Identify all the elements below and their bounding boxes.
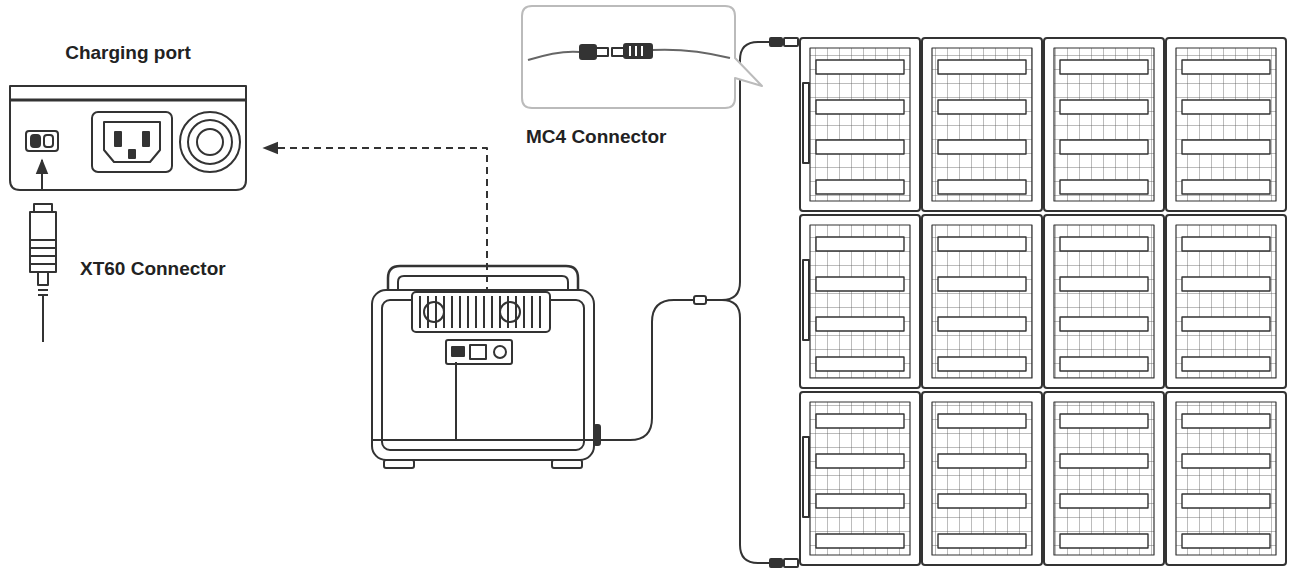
solar-panel: [922, 38, 1042, 211]
solar-panel: [800, 392, 920, 565]
junction-strip: [803, 83, 809, 163]
solar-panel: [922, 392, 1042, 565]
part-label: XT60 Connector: [80, 258, 226, 280]
callout-bubble: MC4 Connector: [522, 6, 736, 108]
solar-panel: [1044, 38, 1164, 211]
mc4-callout: [522, 6, 762, 108]
node-label: Charging port: [10, 42, 246, 64]
solar-panel: [1166, 215, 1286, 388]
power-station: [372, 266, 600, 468]
solar-panel: [1166, 392, 1286, 565]
junction-strip: [803, 437, 809, 517]
charging-port-box: Charging port: [10, 86, 246, 190]
solar-panels: [800, 38, 1286, 565]
junction-strip: [803, 260, 809, 340]
solar-panel: [1044, 215, 1164, 388]
charging-port-panel: [10, 86, 246, 190]
solar-panel: [800, 215, 920, 388]
xt60-plug: [30, 160, 56, 342]
solar-panel: [800, 38, 920, 211]
solar-panel: [1166, 38, 1286, 211]
solar-panel: [1044, 392, 1164, 565]
node-label: MC4 Connector: [526, 126, 740, 148]
solar-cable: [456, 38, 798, 567]
solar-panel: [922, 215, 1042, 388]
